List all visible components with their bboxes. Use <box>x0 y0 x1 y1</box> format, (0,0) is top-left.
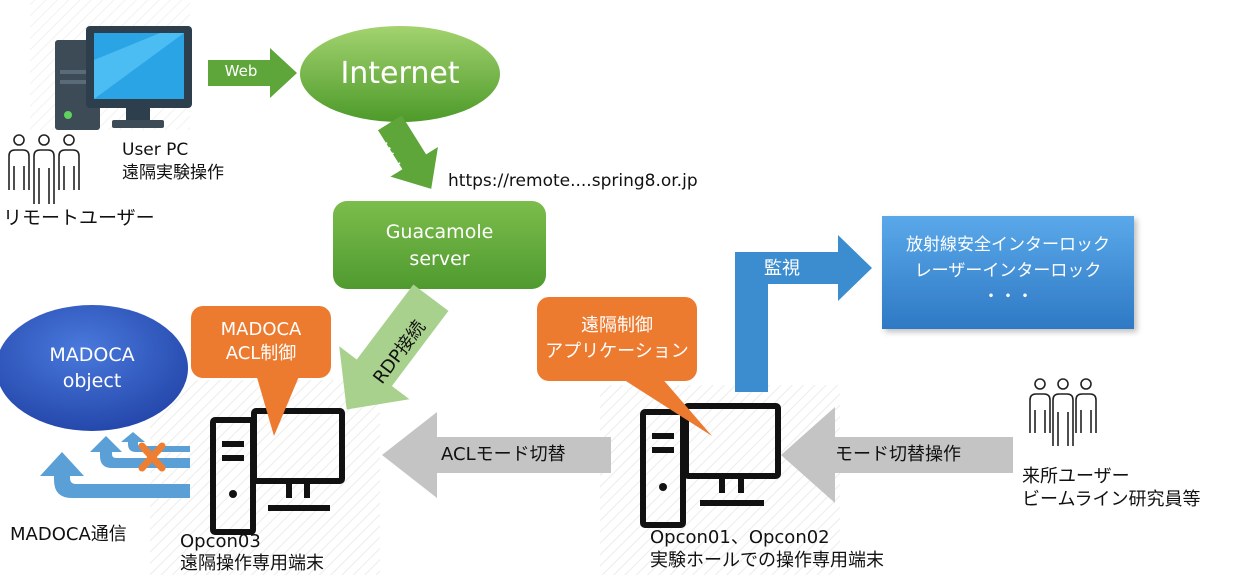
user-pc-icon <box>55 26 192 130</box>
interlock-box <box>882 216 1134 329</box>
mode-op-arrow-label: モード切替操作 <box>835 444 961 465</box>
madoca-object-line1: MADOCA <box>49 344 135 366</box>
interlock-line2: レーザーインターロック <box>914 261 1102 281</box>
opcon03-line1: Opcon03 <box>180 531 261 552</box>
guacamole-server-label: Guacamole server <box>333 219 546 273</box>
rdp-arrow <box>339 284 449 410</box>
guacamole-line2: server <box>409 248 470 270</box>
opcon01-line1: Opcon01、Opcon02 <box>650 527 830 548</box>
url-label: https://remote....spring8.or.jp <box>448 171 698 191</box>
user-pc-line1: User PC <box>122 140 189 160</box>
acl-mode-arrow-label: ACLモード切替 <box>441 444 566 465</box>
user-pc-line2: 遠隔実験操作 <box>122 163 224 183</box>
madoca-acl-label: MADOCA ACL制御 <box>191 318 331 366</box>
remote-app-callout <box>537 297 712 436</box>
madoca-object-label: MADOCA object <box>12 342 172 394</box>
internet-node <box>300 26 500 122</box>
madoca-comm-arrow-big <box>40 452 190 498</box>
opcon03-power-dot <box>229 490 237 498</box>
opcon03-line2: 遠隔操作専用端末 <box>180 553 324 574</box>
madoca-acl-callout <box>191 306 331 436</box>
interlock-line3: ・・・ <box>982 287 1034 307</box>
web-arrow-top-label: Web <box>224 62 258 80</box>
interlock-line1: 放射線安全インターロック <box>906 235 1110 255</box>
madoca-object-line2: object <box>62 370 122 392</box>
guacamole-server-box <box>333 201 546 289</box>
acl-mode-arrow <box>382 412 611 498</box>
opcon01-line2: 実験ホールでの操作専用端末 <box>650 550 884 571</box>
mode-op-arrow <box>781 407 1013 503</box>
remote-app-label: 遠隔制御 アプリケーション <box>537 313 697 365</box>
kanshi-arrow <box>735 235 872 392</box>
user-pc-label: User PC 遠隔実験操作 <box>122 139 224 185</box>
kanshi-arrow-label: 監視 <box>764 258 800 279</box>
blocked-x-icon <box>138 442 166 472</box>
remote-user-label: リモートユーザー <box>3 207 155 229</box>
visitor-line2: ビームライン研究員等 <box>1022 489 1201 510</box>
visitor-label: 来所ユーザー ビームライン研究員等 <box>1022 465 1201 511</box>
remote-app-line2: アプリケーション <box>545 341 689 362</box>
web-arrow-down <box>377 115 438 189</box>
madoca-comm-arrow-small <box>121 432 190 452</box>
madoca-comm-label: MADOCA通信 <box>10 524 127 545</box>
opcon01-label: Opcon01、Opcon02 実験ホールでの操作専用端末 <box>650 526 884 572</box>
madoca-object-node <box>0 305 188 431</box>
opcon03-label: Opcon03 遠隔操作専用端末 <box>180 531 324 575</box>
opcon01-power-dot <box>659 483 667 491</box>
madoca-acl-line2: ACL制御 <box>225 343 297 364</box>
web-arrow-top <box>208 48 297 98</box>
opcon03-computer-icon <box>210 408 345 535</box>
internet-label: Internet <box>340 56 460 91</box>
visitor-users-icon <box>1029 378 1097 446</box>
madoca-acl-line1: MADOCA <box>220 319 302 340</box>
interlock-label: 放射線安全インターロック レーザーインターロック ・・・ <box>882 232 1134 310</box>
madoca-comm-arrow-mid <box>90 436 190 468</box>
guacamole-line1: Guacamole <box>385 221 494 243</box>
opcon01-computer-icon <box>640 403 781 528</box>
remote-app-line1: 遠隔制御 <box>581 315 653 336</box>
visitor-line1: 来所ユーザー <box>1022 466 1130 487</box>
remote-users-icon <box>8 134 80 204</box>
